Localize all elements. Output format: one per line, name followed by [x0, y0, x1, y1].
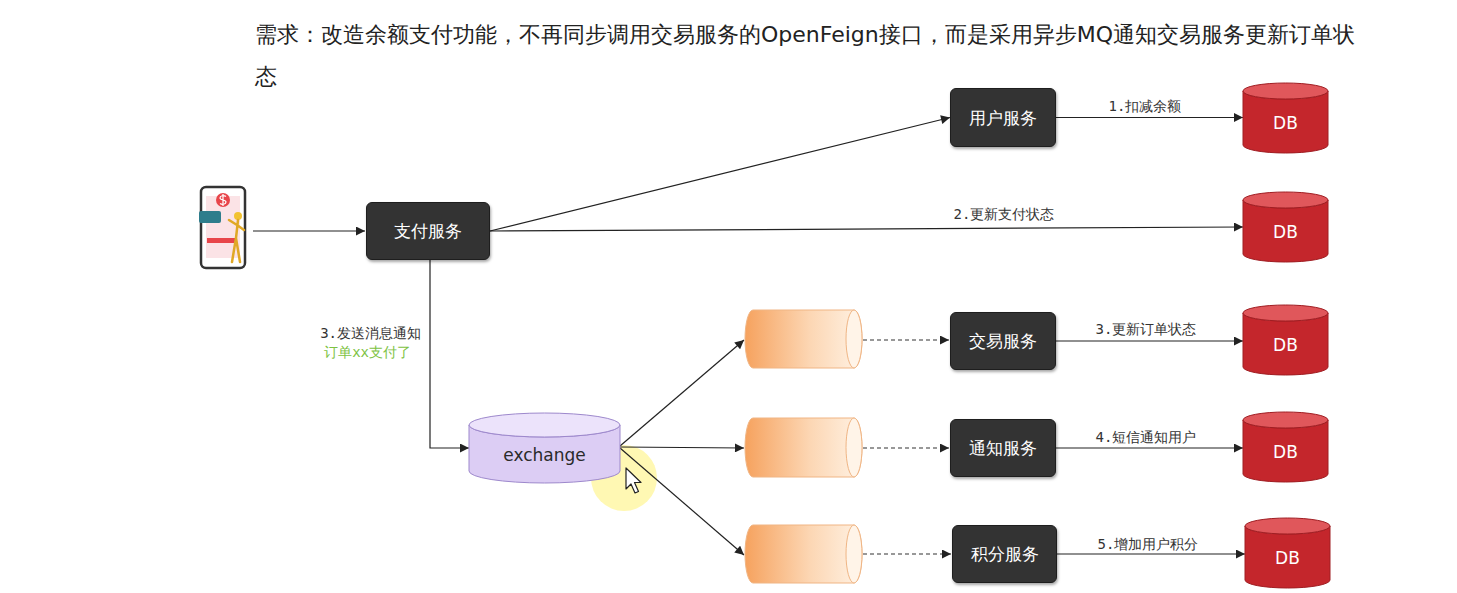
queue-cylinder: [745, 418, 862, 477]
cylinder-body: [1243, 200, 1328, 262]
node-label: 用户服务: [969, 107, 1037, 129]
edge-label: 3.更新订单状态: [1096, 320, 1197, 338]
connector-arrow: [490, 227, 1243, 231]
consumer-arrows: [863, 340, 951, 554]
cylinder-body: [1245, 526, 1330, 588]
node-label: DB: [1275, 547, 1300, 569]
service-box: 通知服务: [950, 419, 1056, 477]
binding-arrow: [620, 448, 744, 555]
database-cylinder: DB: [1245, 518, 1330, 588]
node-label: DB: [1273, 112, 1298, 134]
node-label: 积分服务: [971, 543, 1039, 565]
message-note: 订单xx支付了: [324, 343, 411, 361]
edge-label: 3.发送消息通知: [320, 324, 421, 342]
coin-icon: [216, 193, 230, 207]
diagram-title: 需求：改造余额支付功能，不再同步调用交易服务的OpenFeign接口，而是采用异…: [255, 14, 1360, 98]
cylinder-body: [1243, 420, 1328, 482]
cylinder-top: [1243, 305, 1328, 321]
service-box: 支付服务: [366, 202, 490, 260]
coin-symbol: [220, 194, 226, 206]
dashed-arrow: [863, 339, 949, 340]
cylinder-body: [1243, 91, 1328, 153]
node-label: DB: [1273, 334, 1298, 356]
service-box: 交易服务: [950, 312, 1056, 370]
queue-end: [846, 418, 862, 477]
node-label: DB: [1273, 441, 1298, 463]
edge-label: 1.扣减余额: [1109, 97, 1182, 115]
edge-label: 2.更新支付状态: [954, 205, 1055, 223]
card-icon: [199, 211, 221, 223]
request-arrow: [253, 230, 365, 231]
node-label: 支付服务: [394, 220, 462, 242]
screen-bar: [207, 238, 237, 243]
cylinder-top: [1243, 192, 1328, 208]
connector-arrow: [1056, 117, 1243, 118]
database-cylinder: DB: [1243, 192, 1328, 262]
queue-cylinder: [745, 525, 862, 583]
connector-arrow: [430, 260, 469, 448]
node-label: 交易服务: [969, 330, 1037, 352]
phone-body: [201, 187, 245, 268]
cylinder-top: [1243, 83, 1328, 99]
queue-cylinder: [745, 310, 862, 368]
connector-arrow: [1057, 553, 1245, 554]
cylinder-body: [1243, 313, 1328, 375]
queue-end: [846, 525, 862, 583]
queue-illustrations: [745, 310, 862, 583]
node-label: DB: [1273, 221, 1298, 243]
service-box: 积分服务: [952, 525, 1057, 583]
cylinder-top: [1245, 518, 1330, 534]
database-cylinder: DB: [1243, 83, 1328, 153]
connector-arrow: [1056, 340, 1243, 341]
mouse-cursor: [626, 468, 641, 493]
edge-label: 4.短信通知用户: [1096, 428, 1197, 446]
phone-illustration: [199, 187, 245, 268]
person-body: [229, 220, 244, 262]
binding-arrow: [620, 447, 744, 448]
cylinder-top: [469, 413, 620, 437]
exchange-cylinder: exchange: [469, 413, 620, 483]
database-cylinder: DB: [1243, 305, 1328, 375]
edge-label: 5.增加用户积分: [1098, 535, 1199, 553]
dashed-arrow: [863, 447, 949, 448]
dashed-arrow: [863, 553, 951, 554]
exchange-to-queue-arrows: [620, 340, 744, 555]
connector-arrow: [1056, 447, 1243, 448]
queue-end: [846, 310, 862, 368]
database-cylinder: DB: [1243, 412, 1328, 482]
service-box: 用户服务: [950, 88, 1056, 147]
binding-arrow: [620, 340, 744, 446]
node-label: 通知服务: [969, 437, 1037, 459]
cylinder-top: [1243, 412, 1328, 428]
connector-arrow: [490, 118, 950, 232]
node-label: exchange: [503, 444, 586, 466]
